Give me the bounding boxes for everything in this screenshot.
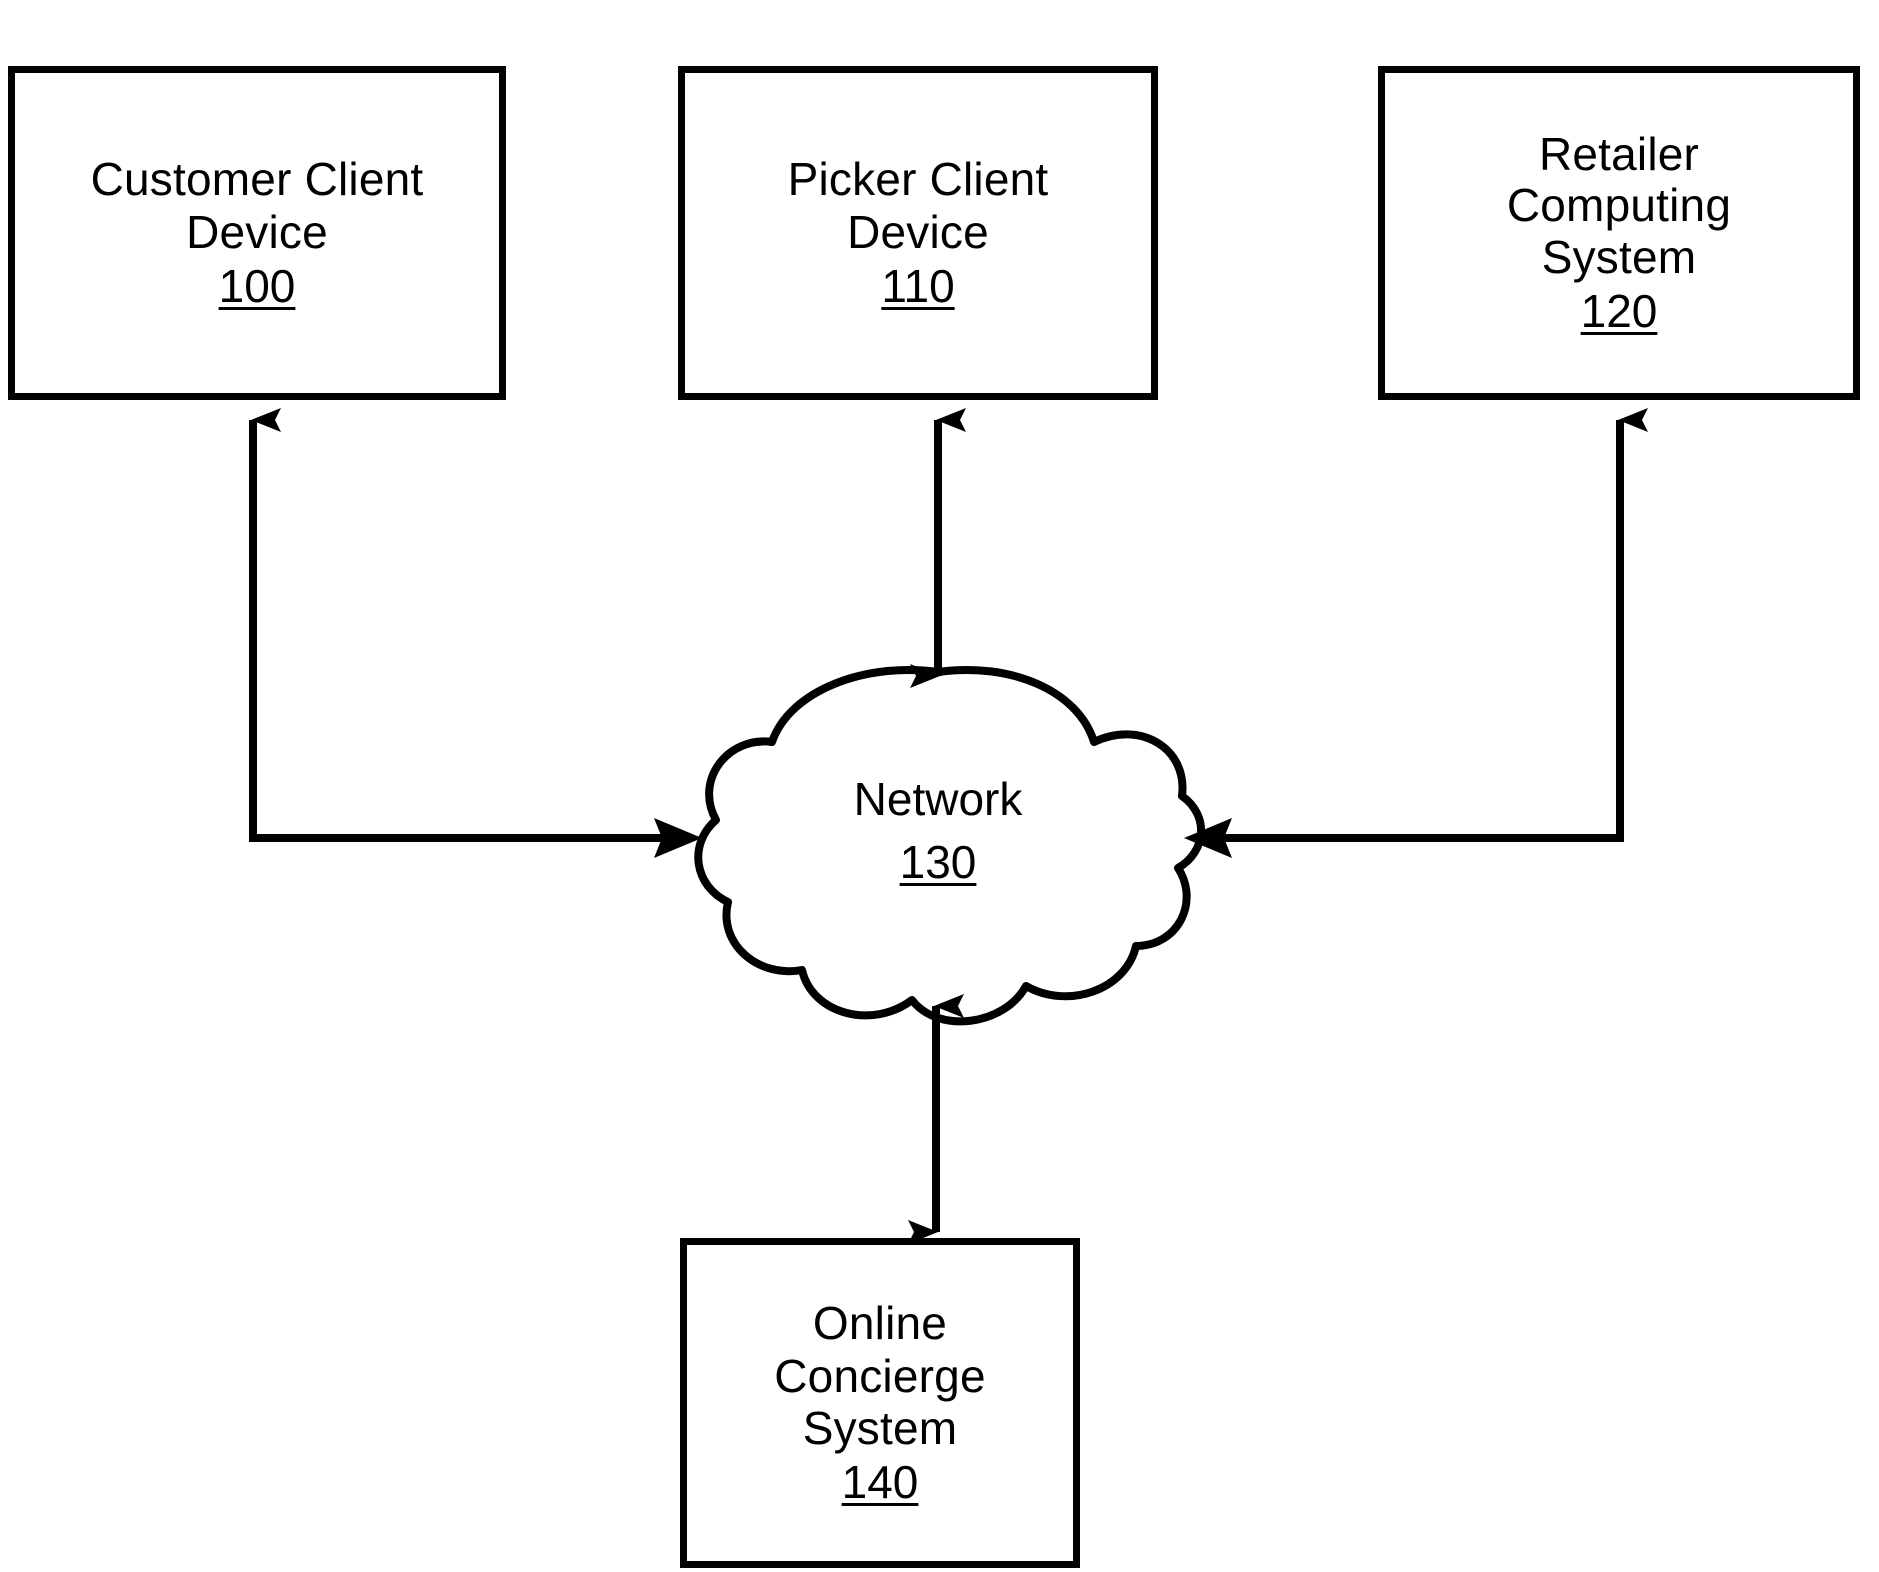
node-label-line-2: Device [186,205,328,258]
node-online-concierge-system-label: Online Concierge System [687,1297,1073,1454]
node-label-line-2: Device [847,205,989,258]
node-online-concierge-system-ref: 140 [841,1456,919,1509]
node-label-line-1: Retailer [1538,127,1700,180]
node-label-line-2: Computing [1506,179,1732,232]
node-retailer-computing-system-ref: 120 [1580,285,1658,338]
node-picker-client-device-ref: 110 [881,260,955,313]
node-retailer-computing-system: Retailer Computing System 120 [1378,66,1860,400]
node-customer-client-device-label: Customer Client Device [77,153,438,258]
network-cloud [694,665,1206,1026]
node-customer-client-device: Customer Client Device 100 [8,66,506,400]
node-label-line-3: System [1541,230,1697,283]
node-label-line-1: Online Concierge [774,1297,986,1402]
node-picker-client-device: Picker Client Device 110 [678,66,1158,400]
node-label-line-1: Picker Client [787,153,1049,206]
arrowhead-into-cloud-left [654,818,702,858]
node-online-concierge-system: Online Concierge System 140 [680,1238,1080,1568]
node-customer-client-device-ref: 100 [218,260,296,313]
node-label-line-2: System [802,1402,958,1454]
connector-customer-to-network [249,408,702,858]
node-label-line-1: Customer Client [90,153,424,206]
node-picker-client-device-label: Picker Client Device [774,153,1063,258]
connector-retailer-to-network [1184,408,1648,858]
node-retailer-computing-system-label: Retailer Computing System [1493,127,1745,284]
arrowhead-into-cloud-right [1184,818,1232,858]
